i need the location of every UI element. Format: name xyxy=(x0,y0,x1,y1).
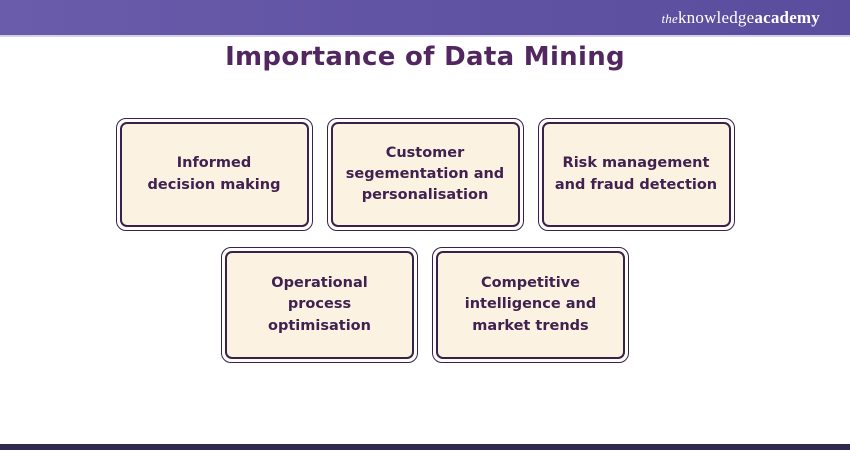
card-customer-segmentation: Customer segementation and personalisati… xyxy=(326,118,524,231)
card-operational-process: Operational process optimisation xyxy=(221,247,418,363)
header-bar: theknowledgeacademy xyxy=(0,0,850,37)
card-competitive-intelligence: Competitive intelligence and market tren… xyxy=(432,247,629,363)
card-label: Informed decision making xyxy=(147,155,281,193)
brand-logo: theknowledgeacademy xyxy=(662,8,821,28)
card-informed-decision-making: Informed decision making xyxy=(115,118,313,231)
logo-knowledge: knowledge xyxy=(677,7,755,27)
card-label: Operational process optimisation xyxy=(268,275,371,334)
card-inner: Operational process optimisation xyxy=(225,251,414,359)
card-label: Risk management and fraud detection xyxy=(554,155,718,193)
card-inner: Competitive intelligence and market tren… xyxy=(436,251,625,359)
logo-academy: academy xyxy=(754,7,820,27)
card-inner: Risk management and fraud detection xyxy=(541,122,731,227)
cards-container: Informed decision making Customer segeme… xyxy=(0,118,850,363)
card-inner: Informed decision making xyxy=(119,122,309,227)
cards-row-2: Operational process optimisation Competi… xyxy=(0,247,850,363)
footer-bar xyxy=(0,444,850,450)
card-label: Customer segementation and personalisati… xyxy=(345,144,505,203)
page-title: Importance of Data Mining xyxy=(225,42,625,72)
cards-row-1: Informed decision making Customer segeme… xyxy=(0,118,850,231)
card-label: Competitive intelligence and market tren… xyxy=(464,275,597,334)
card-risk-management: Risk management and fraud detection xyxy=(537,118,735,231)
logo-the: the xyxy=(661,10,678,26)
card-inner: Customer segementation and personalisati… xyxy=(330,122,520,227)
